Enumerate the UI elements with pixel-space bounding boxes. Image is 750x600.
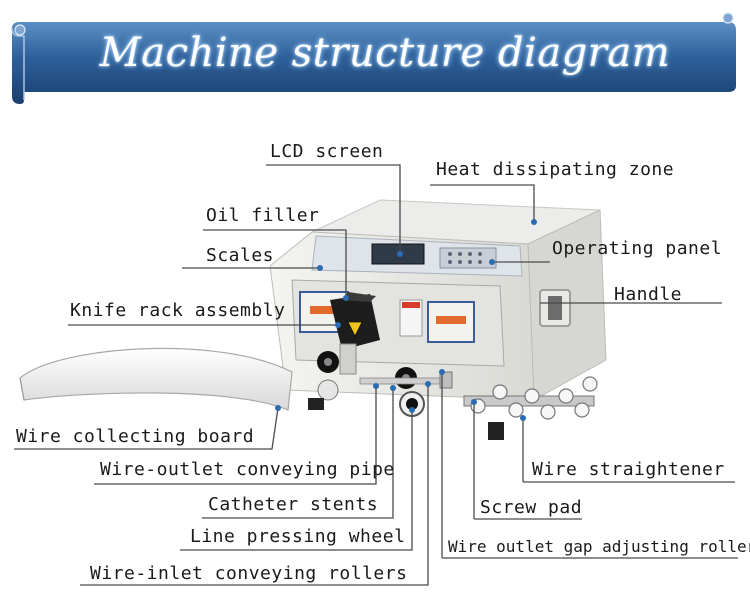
label-wire-outlet-gap-adjusting-rollers: Wire outlet gap adjusting rollers bbox=[448, 537, 750, 556]
page-title: Machine structure diagram bbox=[99, 30, 671, 76]
label-lcd-screen: LCD screen bbox=[270, 141, 384, 162]
label-heat-dissipating-zone: Heat dissipating zone bbox=[436, 159, 675, 180]
label-wire-inlet-conveying-rollers: Wire-inlet conveying rollers bbox=[90, 563, 408, 584]
label-oil-filler: Oil filler bbox=[206, 205, 320, 226]
label-screw-pad: Screw pad bbox=[480, 497, 583, 518]
machine-illustration bbox=[19, 199, 607, 440]
label-scales: Scales bbox=[206, 245, 275, 266]
label-wire-outlet-conveying-pipe: Wire-outlet conveying pipe bbox=[100, 459, 395, 480]
label-line-pressing-wheel: Line pressing wheel bbox=[190, 526, 406, 547]
label-operating-panel: Operating panel bbox=[552, 238, 723, 259]
label-wire-straightener: Wire straightener bbox=[532, 459, 725, 480]
label-knife-rack-assembly: Knife rack assembly bbox=[70, 300, 286, 321]
label-handle: Handle bbox=[614, 284, 683, 305]
leader-lines bbox=[14, 164, 738, 586]
title-banner bbox=[11, 12, 736, 104]
label-catheter-stents: Catheter stents bbox=[208, 494, 379, 515]
label-wire-collecting-board: Wire collecting board bbox=[16, 426, 255, 447]
leader-dots bbox=[275, 219, 537, 421]
